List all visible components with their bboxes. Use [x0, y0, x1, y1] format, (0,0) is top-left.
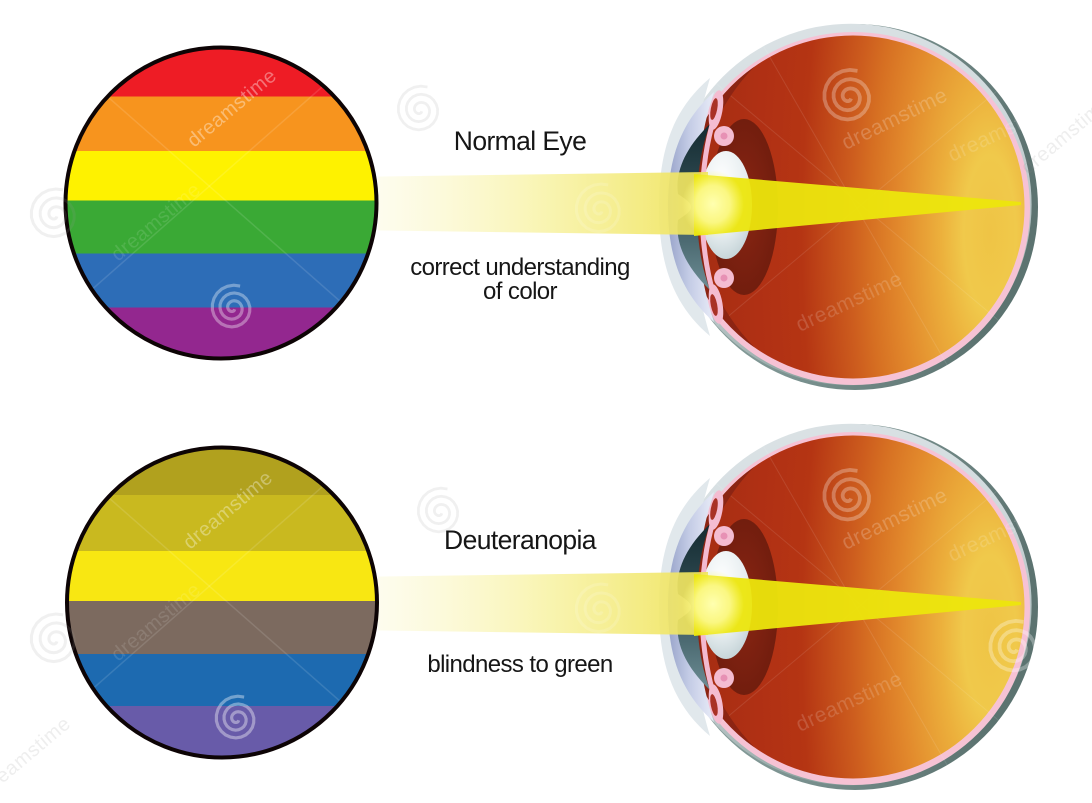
svg-text:dreamstime: dreamstime — [0, 713, 75, 800]
svg-text:dreamstime: dreamstime — [1017, 92, 1092, 179]
